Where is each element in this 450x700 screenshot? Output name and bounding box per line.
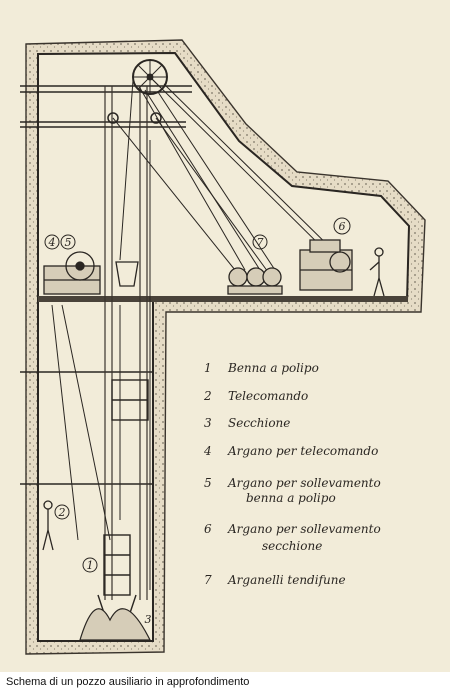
muck-pile bbox=[79, 608, 151, 641]
svg-text:5: 5 bbox=[204, 476, 212, 490]
headframe-beams bbox=[20, 85, 192, 485]
callout-1: 1 bbox=[82, 557, 98, 573]
legend-item-3: 3 Secchione bbox=[204, 416, 290, 430]
hoist-6 bbox=[299, 239, 353, 291]
legend-item-1: 1 Benna a polipo bbox=[204, 361, 319, 375]
svg-text:Argano per telecomando: Argano per telecomando bbox=[227, 444, 378, 458]
svg-text:7: 7 bbox=[204, 573, 212, 587]
small-pulley bbox=[107, 112, 119, 124]
callout-2: 2 bbox=[54, 504, 70, 520]
svg-text:Argano per sollevamento: Argano per sollevamento bbox=[227, 476, 381, 490]
svg-text:Secchione: Secchione bbox=[228, 416, 290, 430]
figure-caption: Schema di un pozzo ausiliario in approfo… bbox=[6, 676, 250, 688]
svg-text:3: 3 bbox=[145, 613, 152, 626]
drawing-sheet: 4 5 7 6 2 1 3 1 Benna a polipo 2 Telecom… bbox=[0, 0, 450, 672]
worker-figure bbox=[42, 500, 54, 551]
worker-figure bbox=[369, 247, 385, 297]
svg-text:benna a polipo: benna a polipo bbox=[246, 491, 336, 505]
legend-item-6: 6 Argano per sollevamento secchione bbox=[204, 522, 381, 553]
hoist-cables bbox=[51, 76, 346, 590]
svg-text:4: 4 bbox=[203, 444, 212, 458]
hopper bbox=[115, 261, 139, 287]
callout-7: 7 bbox=[252, 234, 268, 250]
svg-text:6: 6 bbox=[204, 522, 212, 536]
svg-text:Arganelli tendifune: Arganelli tendifune bbox=[227, 573, 346, 587]
legend-item-2: 2 Telecomando bbox=[203, 389, 308, 403]
legend-item-7: 7 Arganelli tendifune bbox=[204, 573, 346, 587]
hoist-4-5 bbox=[43, 251, 101, 295]
svg-text:4: 4 bbox=[48, 236, 56, 249]
svg-text:Telecomando: Telecomando bbox=[228, 389, 308, 403]
svg-text:2: 2 bbox=[58, 506, 66, 519]
legend-item-4: 4 Argano per telecomando bbox=[203, 444, 378, 458]
svg-text:7: 7 bbox=[257, 236, 264, 249]
callout-5: 5 bbox=[60, 234, 76, 250]
callout-3: 3 bbox=[145, 613, 152, 626]
telecomando-frame bbox=[111, 379, 149, 421]
svg-text:6: 6 bbox=[339, 220, 346, 233]
legend: 1 Benna a polipo 2 Telecomando 3 Secchio… bbox=[203, 361, 381, 587]
hoist-7 bbox=[227, 267, 283, 295]
hall-floor bbox=[38, 296, 408, 302]
small-pulley bbox=[150, 112, 162, 124]
svg-text:Argano per sollevamento: Argano per sollevamento bbox=[227, 522, 381, 536]
callout-6: 6 bbox=[333, 217, 351, 235]
shaft-guides bbox=[104, 86, 148, 600]
svg-text:Benna a polipo: Benna a polipo bbox=[227, 361, 319, 375]
callout-4: 4 bbox=[44, 234, 60, 250]
shaft-diagram: 4 5 7 6 2 1 3 1 Benna a polipo 2 Telecom… bbox=[20, 39, 426, 655]
svg-text:secchione: secchione bbox=[262, 539, 322, 553]
legend-item-5: 5 Argano per sollevamento benna a polipo bbox=[204, 476, 381, 505]
svg-text:1: 1 bbox=[204, 361, 212, 375]
svg-text:2: 2 bbox=[203, 389, 212, 403]
svg-text:1: 1 bbox=[87, 559, 94, 572]
shaft-outline bbox=[37, 51, 411, 642]
svg-text:3: 3 bbox=[204, 416, 212, 430]
svg-text:5: 5 bbox=[65, 236, 72, 249]
